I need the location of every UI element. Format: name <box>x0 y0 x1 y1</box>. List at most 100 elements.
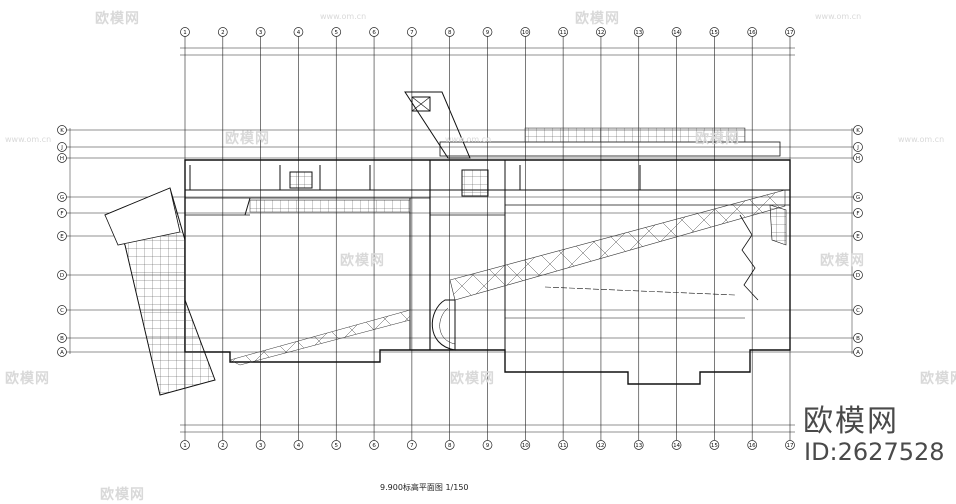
svg-text:5: 5 <box>335 443 339 449</box>
svg-text:B: B <box>60 336 64 342</box>
svg-text:9: 9 <box>486 30 490 36</box>
axis-bubble-right: K <box>853 125 863 135</box>
svg-text:16: 16 <box>749 30 756 36</box>
axis-bubble-top: 8 <box>444 27 455 37</box>
axis-bubble-top: 13 <box>633 27 644 37</box>
axis-bubble-right: B <box>853 333 863 343</box>
svg-text:A: A <box>856 350 860 356</box>
svg-text:14: 14 <box>673 30 680 36</box>
axis-bubble-bottom: 14 <box>671 440 682 450</box>
svg-text:F: F <box>856 211 859 217</box>
axis-bubble-right: C <box>853 305 863 315</box>
drawing-title: 9.900标高平面图 1/150 <box>380 483 469 492</box>
axis-bubble-left: K <box>57 125 67 135</box>
svg-text:17: 17 <box>787 30 794 36</box>
svg-text:4: 4 <box>297 30 301 36</box>
axis-bubble-bottom: 6 <box>369 440 379 450</box>
axis-bubble-right: G <box>853 192 863 202</box>
svg-text:10: 10 <box>522 443 529 449</box>
axis-bubble-left: D <box>57 270 67 280</box>
axis-bubble-top: 17 <box>785 27 795 37</box>
watermark-url: www.om.cn <box>445 135 492 144</box>
svg-text:5: 5 <box>335 30 339 36</box>
watermark-url: www.om.cn <box>5 135 52 144</box>
svg-text:3: 3 <box>259 30 263 36</box>
svg-text:7: 7 <box>410 443 414 449</box>
axis-bubble-left: E <box>57 231 67 241</box>
axis-bubble-top: 16 <box>747 27 758 37</box>
axis-bubble-top: 5 <box>331 27 342 37</box>
svg-text:J: J <box>856 145 859 151</box>
axis-bubble-left: C <box>57 305 67 315</box>
axis-bubble-top: 15 <box>709 27 720 37</box>
svg-text:8: 8 <box>448 443 452 449</box>
svg-text:3: 3 <box>259 443 263 449</box>
axis-bubble-bottom: 10 <box>520 440 531 450</box>
axis-bubble-bottom: 1 <box>180 440 190 450</box>
axis-bubble-bottom: 12 <box>596 440 606 450</box>
watermark-brand: 欧模网 <box>340 253 385 269</box>
svg-text:15: 15 <box>711 30 718 36</box>
svg-text:D: D <box>856 273 860 279</box>
svg-text:13: 13 <box>635 443 642 449</box>
axis-bubble-top: 14 <box>671 27 682 37</box>
watermark-url: www.om.cn <box>898 135 945 144</box>
svg-text:16: 16 <box>749 443 756 449</box>
axis-bubble-bottom: 9 <box>482 440 493 450</box>
axis-bubble-bottom: 8 <box>444 440 455 450</box>
axis-bubble-right: D <box>853 270 863 280</box>
axis-bubble-bottom: 15 <box>709 440 720 450</box>
svg-text:10: 10 <box>522 30 529 36</box>
axis-bubble-top: 2 <box>217 27 228 37</box>
watermark-brand: 欧模网 <box>95 11 140 27</box>
svg-text:K: K <box>60 128 64 134</box>
svg-text:G: G <box>856 195 860 201</box>
axis-bubble-right: F <box>853 208 863 218</box>
brand-name: 欧模网 <box>803 404 899 439</box>
watermark-brand: 欧模网 <box>450 371 495 387</box>
axis-bubble-right: J <box>853 142 863 152</box>
svg-text:G: G <box>60 195 64 201</box>
axis-bubble-bottom: 13 <box>633 440 644 450</box>
svg-text:4: 4 <box>297 443 301 449</box>
axis-bubble-bottom: 11 <box>558 440 568 450</box>
svg-text:C: C <box>60 308 64 314</box>
watermark-brand: 欧模网 <box>5 371 50 387</box>
axis-bubble-bottom: 3 <box>255 440 266 450</box>
watermark-url: www.om.cn <box>815 12 862 21</box>
axis-bubble-right: A <box>853 347 863 357</box>
axis-bubble-top: 11 <box>558 27 568 37</box>
svg-text:17: 17 <box>787 443 794 449</box>
axis-bubble-bottom: 2 <box>217 440 228 450</box>
axis-bubble-top: 7 <box>407 27 417 37</box>
watermark-brand: 欧模网 <box>225 131 270 147</box>
axis-bubble-bottom: 17 <box>785 440 795 450</box>
svg-text:E: E <box>856 234 860 240</box>
svg-text:H: H <box>856 156 860 162</box>
svg-text:F: F <box>60 211 63 217</box>
svg-text:J: J <box>60 145 63 151</box>
axis-bubble-left: F <box>57 208 67 218</box>
axis-bubble-bottom: 16 <box>747 440 758 450</box>
watermark-url: www.om.cn <box>320 12 367 21</box>
building-outline <box>184 159 791 385</box>
axis-bubble-top: 10 <box>520 27 531 37</box>
watermark-brand: 欧模网 <box>920 371 956 387</box>
axis-bubble-left: J <box>57 142 67 152</box>
svg-text:1: 1 <box>183 443 187 449</box>
axis-bubble-bottom: 7 <box>407 440 417 450</box>
svg-text:8: 8 <box>448 30 452 36</box>
axis-bubble-bottom: 4 <box>293 440 304 450</box>
axis-bubble-left: G <box>57 192 67 202</box>
svg-text:2: 2 <box>221 443 225 449</box>
svg-text:K: K <box>856 128 860 134</box>
svg-text:C: C <box>856 308 860 314</box>
svg-text:14: 14 <box>673 443 680 449</box>
watermark-brand: 欧模网 <box>820 253 865 269</box>
svg-text:D: D <box>60 273 64 279</box>
svg-text:15: 15 <box>711 443 718 449</box>
